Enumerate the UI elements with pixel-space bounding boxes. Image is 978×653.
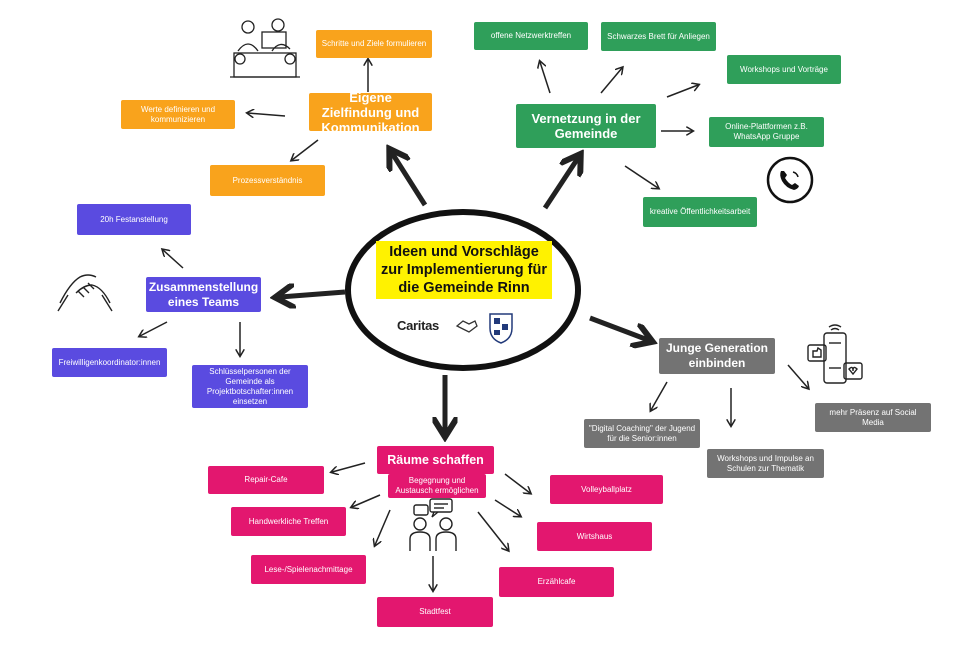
item-werte: Werte definieren und kommunizieren (121, 100, 235, 129)
hub-raeume: Räume schaffen (377, 446, 494, 474)
item-volleyballplatz: Volleyballplatz (550, 475, 663, 504)
hub-zielfindung: Eigene Zielfindung und Kommunikation (309, 90, 432, 135)
center-title: Ideen und Vorschläge zur Implementierung… (376, 241, 552, 299)
caritas-logo: Caritas (397, 318, 439, 333)
item-schritte-ziele: Schritte und Ziele formulieren (316, 30, 432, 58)
item-schluesselpersonen: Schlüsselpersonen der Gemeinde als Proje… (192, 365, 308, 408)
arrow-to-zielfindung (392, 153, 428, 207)
item-wirtshaus: Wirtshaus (537, 522, 652, 551)
item-stadtfest: Stadtfest (377, 597, 493, 627)
item-freiwilligenkoordinator: Freiwilligenkoordinator:innen (52, 348, 167, 377)
item-online-plattformen: Online-Plattformen z.B. WhatsApp Gruppe (709, 117, 824, 147)
phone-icon (766, 156, 814, 204)
conversation-icon (409, 498, 457, 551)
item-social-media: mehr Präsenz auf Social Media (815, 403, 931, 432)
item-netzwerktreffen: offene Netzwerktreffen (474, 22, 588, 50)
item-handwerkliche-treffen: Handwerkliche Treffen (231, 507, 346, 536)
hub-jugend: Junge Generation einbinden (659, 338, 775, 374)
item-erzaehlcafe: Erzählcafe (499, 567, 614, 597)
item-workshops-vortraege: Workshops und Vorträge (727, 55, 841, 84)
item-workshops-schulen: Workshops und Impulse an Schulen zur The… (707, 449, 824, 478)
handshake-icon (57, 274, 113, 312)
social-media-icon (807, 324, 863, 384)
arrow-to-vernetzung (542, 158, 578, 210)
hub-vernetzung: Vernetzung in der Gemeinde (516, 104, 656, 148)
meeting-icon (230, 18, 300, 78)
item-schwarzes-brett: Schwarzes Brett für Anliegen (601, 22, 716, 51)
item-festanstellung: 20h Festanstellung (77, 204, 191, 235)
item-lese-spielenachmittage: Lese-/Spielenachmittage (251, 555, 366, 584)
arrow-to-team (280, 292, 346, 297)
item-digital-coaching: "Digital Coaching" der Jugend für die Se… (584, 419, 700, 448)
arrow-to-jugend (589, 315, 648, 340)
item-repair-cafe: Repair-Cafe (208, 466, 324, 494)
raeume-subtitle: Begegnung und Austausch ermöglichen (388, 474, 486, 498)
handshake-logo-icon (455, 320, 478, 333)
coat-of-arms-icon (489, 313, 513, 344)
hub-team: Zusammenstellung eines Teams (146, 277, 261, 312)
item-prozessverstaendnis: Prozessverständnis (210, 165, 325, 196)
item-oeffentlichkeitsarbeit: kreative Öffentlichkeitsarbeit (643, 197, 757, 227)
